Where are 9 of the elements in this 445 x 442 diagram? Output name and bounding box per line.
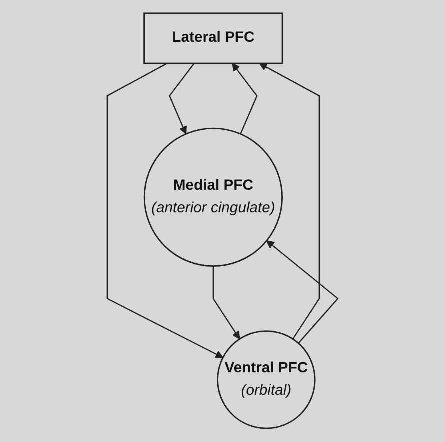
- node-circle: [144, 128, 283, 267]
- arrow: [259, 63, 320, 340]
- arrow: [168, 63, 195, 135]
- arrow: [212, 266, 240, 340]
- node-circle: [216, 330, 316, 430]
- arrow: [232, 63, 258, 134]
- node-box: [143, 12, 284, 64]
- arrow: [106, 63, 224, 358]
- arrow: [266, 240, 339, 344]
